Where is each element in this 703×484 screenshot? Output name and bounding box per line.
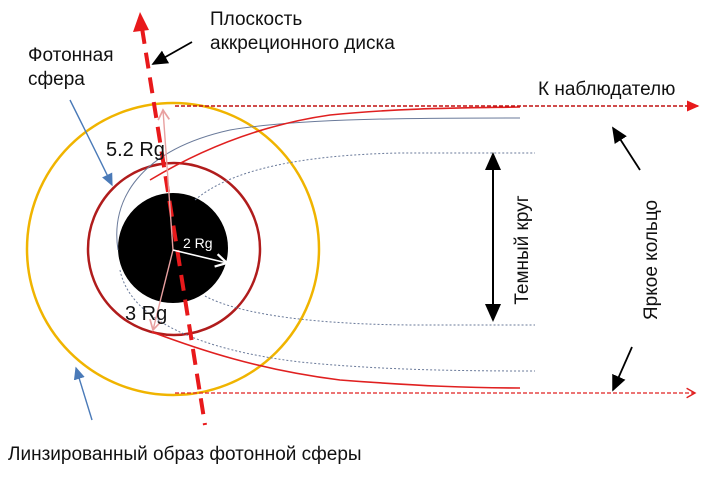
bright-ring-label: Яркое кольцо (641, 199, 662, 321)
lensed-image-pointer-arrow (73, 366, 93, 421)
radius-5-2-label: 5.2 Rg (106, 139, 165, 161)
photon-sphere-label: Фотонная сфера (28, 44, 114, 92)
light-ray-gray-top (116, 117, 521, 251)
disk-plane-label: Плоскость аккреционного диска (210, 8, 395, 56)
radius-3-label: 3 Rg (125, 303, 168, 325)
photon-sphere-pointer-arrow (69, 99, 113, 187)
light-ray-dotted-1 (194, 152, 535, 201)
light-ray-red-bottom (151, 331, 521, 389)
light-ray-red-top (149, 106, 521, 181)
photon-sphere-label-line-2: сфера (28, 69, 85, 90)
bright-ring-arrow-bottom (612, 346, 633, 392)
disk-plane-arrowhead-icon (133, 12, 149, 32)
disk-plane-label-line-1: Плоскость (210, 9, 303, 30)
photon-sphere-label-line-1: Фотонная (28, 45, 114, 66)
lensed-image-label: Линзированный образ фотонной сферы (8, 444, 362, 465)
photon-sphere (86, 161, 262, 337)
light-ray-dotted-2 (204, 295, 535, 326)
dark-circle-label: Темный круг (512, 195, 533, 305)
radius-5-2-arrow (157, 108, 174, 251)
disk-plane-label-line-2: аккреционного диска (210, 33, 395, 54)
to-observer-label: К наблюдателю (538, 79, 676, 100)
bright-ring-arrow-top (612, 126, 641, 171)
radius-2-arrow (172, 249, 230, 268)
accretion-disk-plane (140, 27, 207, 426)
lensed-photon-ring (25, 101, 321, 397)
radius-2-label: 2 Rg (183, 235, 213, 251)
disk-plane-pointer-arrow (151, 41, 193, 65)
light-ray-dotted-3 (119, 269, 536, 372)
radius-3-arrow (149, 249, 174, 332)
